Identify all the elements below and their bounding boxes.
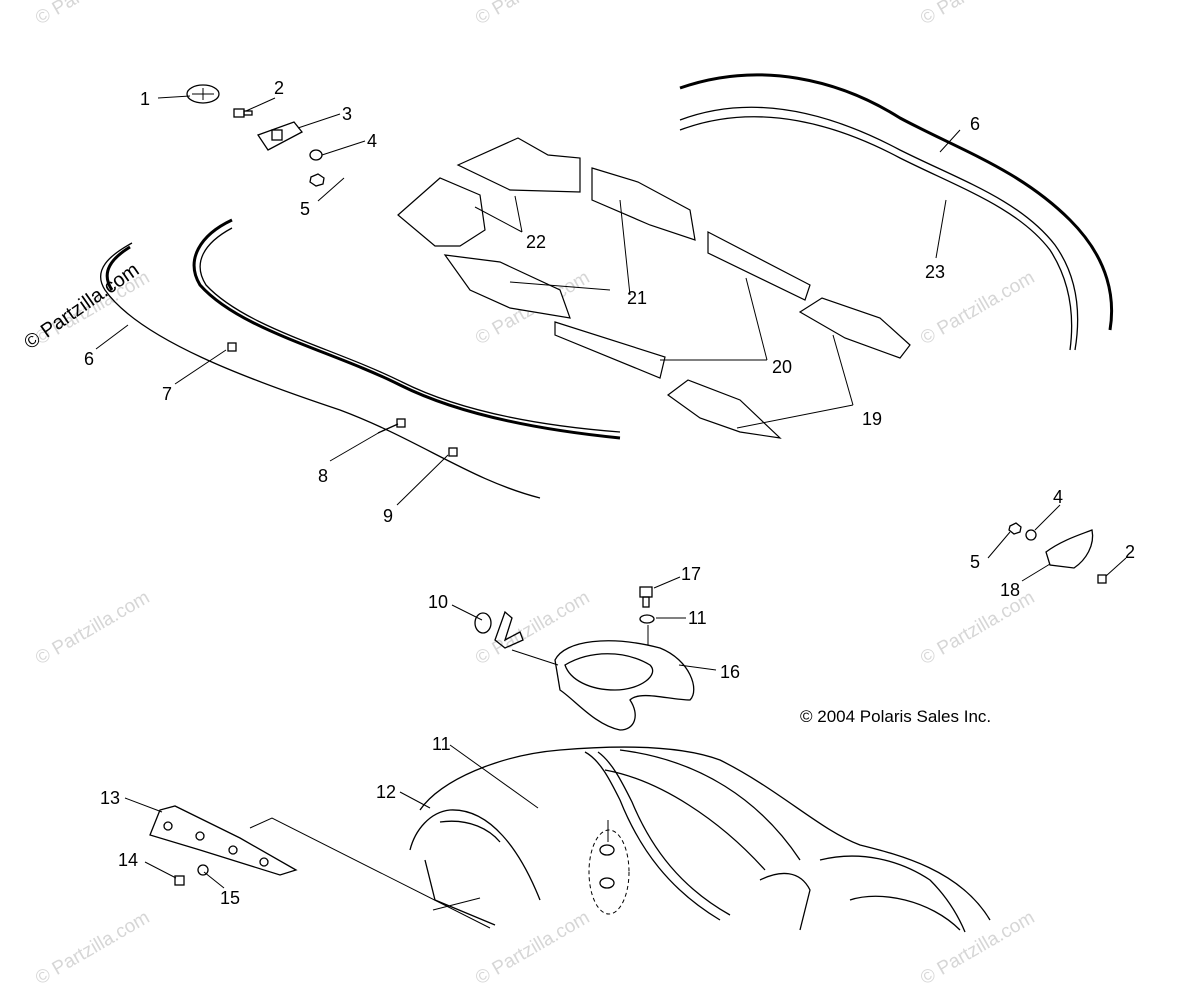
watermark: © Partzilla.com <box>32 587 153 669</box>
callout-19: 19 <box>862 409 882 429</box>
callout-3: 3 <box>342 104 352 124</box>
callout-9: 9 <box>383 506 393 526</box>
part-2-screw <box>233 108 253 118</box>
part-1-emblem <box>186 84 220 104</box>
watermark: © Partzilla.com <box>917 907 1038 989</box>
part-2-screw-right <box>1097 574 1107 584</box>
callout-15: 15 <box>220 888 240 908</box>
callout-5: 5 <box>300 199 310 219</box>
seal-strip-left <box>192 218 621 440</box>
callout-13: 13 <box>100 788 120 808</box>
part-20-pads <box>554 231 811 379</box>
part-21-pads <box>443 167 696 319</box>
part-3-bracket <box>256 121 303 151</box>
watermark: © Partzilla.com <box>32 0 153 29</box>
callout-5-right: 5 <box>970 552 980 572</box>
part-23-seal-strip <box>679 106 1079 351</box>
callout-22: 22 <box>526 232 546 252</box>
part-16-handle <box>554 640 695 731</box>
part-6-trim-left <box>99 242 541 499</box>
watermark: © Partzilla.com <box>32 907 153 989</box>
callout-labels: 1 2 3 4 5 6 7 8 9 6 23 22 21 20 19 10 17… <box>84 78 1135 908</box>
leader-lines <box>95 95 1127 929</box>
part-14-screw <box>174 875 185 886</box>
part-11-washer <box>639 614 655 624</box>
callout-16: 16 <box>720 662 740 682</box>
callout-7: 7 <box>162 384 172 404</box>
callout-11-lower: 11 <box>432 734 451 754</box>
callout-4-right: 4 <box>1053 487 1063 507</box>
callout-23: 23 <box>925 262 945 282</box>
callout-8: 8 <box>318 466 328 486</box>
part-6-trim-right <box>679 73 1114 331</box>
callout-1: 1 <box>140 89 150 109</box>
hull-body <box>409 746 991 933</box>
part-4-washer-right <box>1025 529 1037 541</box>
watermark: © Partzilla.com <box>917 0 1038 29</box>
watermark: © Partzilla.com <box>472 907 593 989</box>
callout-2-right: 2 <box>1125 542 1135 562</box>
callout-21: 21 <box>627 288 647 308</box>
part-9-screw <box>448 447 458 457</box>
callout-2: 2 <box>274 78 284 98</box>
callout-6: 6 <box>84 349 94 369</box>
callout-20: 20 <box>772 357 792 377</box>
part-18-bracket <box>1045 529 1094 569</box>
watermark-primary: © Partzilla.com <box>20 259 143 354</box>
part-5-nut-right <box>1008 522 1022 535</box>
part-8-screw <box>377 418 406 434</box>
callout-11: 11 <box>688 608 707 628</box>
part-19-pads <box>666 297 911 439</box>
callout-12: 12 <box>376 782 396 802</box>
part-7-screw <box>227 342 237 352</box>
part-5-nut <box>309 173 325 187</box>
part-4-washer <box>309 149 323 161</box>
callout-18: 18 <box>1000 580 1020 600</box>
callout-4: 4 <box>367 131 377 151</box>
copyright-notice: © 2004 Polaris Sales Inc. <box>800 707 991 726</box>
part-15-nut <box>197 864 209 876</box>
part-13-grab-handle <box>149 805 298 876</box>
callout-10: 10 <box>428 592 448 612</box>
callout-14: 14 <box>118 850 138 870</box>
callout-17: 17 <box>681 564 701 584</box>
watermark: © Partzilla.com <box>472 0 593 29</box>
part-22-pads <box>397 137 581 247</box>
watermark: © Partzilla.com <box>917 587 1038 669</box>
callout-6-right: 6 <box>970 114 980 134</box>
part-17-bolt <box>639 586 653 608</box>
part-10-latch <box>474 610 524 649</box>
